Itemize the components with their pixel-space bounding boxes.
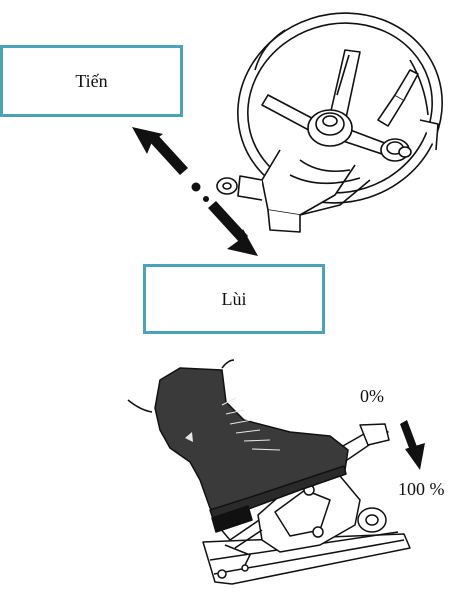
pedal-press-arrow	[400, 420, 425, 470]
forward-reverse-double-arrow	[132, 127, 258, 256]
boot-on-pedal-drawing	[127, 359, 411, 585]
steering-wheel-drawing	[216, 12, 443, 233]
pedal-end-percent: 100 %	[398, 479, 445, 499]
pedal-start-percent: 0%	[360, 386, 384, 406]
forward-label-box: Tiến	[0, 45, 183, 117]
forward-label: Tiến	[75, 70, 108, 91]
reverse-label-box: Lùi	[143, 264, 325, 334]
reverse-label: Lùi	[221, 288, 247, 309]
